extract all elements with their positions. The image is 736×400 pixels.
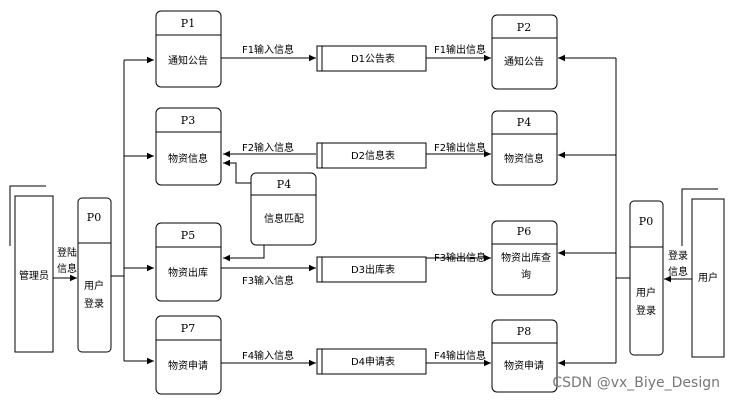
process-p7: P7 物资申请 (155, 315, 222, 395)
process-id: P4 (277, 178, 291, 191)
flow-label-f4-in: F4输入信息 (242, 349, 294, 362)
flow-label-login-right: 登录 (668, 249, 688, 262)
process-label: 物资申请 (168, 359, 208, 372)
process-label: 用户 (636, 286, 656, 299)
process-p6: P6 物资出库查 询 (491, 220, 558, 296)
flow-label-f3-out: F3输出信息 (434, 251, 486, 264)
process-p0-left: P0 用户 登录 (77, 197, 112, 353)
flow-label-f2-out: F2输出信息 (434, 141, 486, 154)
process-label: 登录 (84, 297, 104, 310)
process-p3: P3 物资信息 (155, 107, 222, 186)
data-store-label: D1公告表 (351, 52, 395, 65)
process-label: 询 (521, 268, 531, 281)
data-store-label: D2信息表 (351, 149, 395, 162)
connector-lines (53, 54, 692, 367)
process-id: P4 (517, 116, 531, 129)
process-label: 物资信息 (504, 152, 544, 165)
process-id: P6 (517, 225, 531, 238)
data-store-label: D3出库表 (351, 263, 395, 276)
process-label: 用户 (84, 279, 104, 292)
data-store-d3: D3出库表 (316, 256, 427, 283)
process-label: 物资出库查 (501, 251, 551, 264)
process-p4-match: P4 信息匹配 (250, 172, 317, 246)
flow-label-f3-in: F3输入信息 (242, 274, 294, 287)
entity-admin: 管理员 (9, 185, 54, 353)
process-label: 物资信息 (168, 152, 208, 165)
process-p2: P2 通知公告 (491, 14, 558, 90)
process-label: 信息匹配 (264, 212, 304, 225)
process-p0-right: P0 用户 登录 (629, 200, 664, 356)
process-label: 通知公告 (504, 55, 544, 68)
process-p1: P1 通知公告 (155, 10, 222, 88)
process-id: P5 (181, 229, 195, 242)
flow-labels: F1输入信息 F1输出信息 F2输入信息 F2输出信息 F3输入信息 F3输出信… (57, 43, 688, 362)
process-p5: P5 物资出库 (155, 222, 222, 302)
entity-user-label: 用户 (698, 271, 718, 284)
process-id: P0 (639, 215, 653, 228)
data-store-d1: D1公告表 (316, 45, 427, 72)
flow-label-f4-out: F4输出信息 (434, 349, 486, 362)
watermark: CSDN @vx_Biye_Design (552, 375, 720, 391)
data-store-d2: D2信息表 (316, 142, 427, 169)
process-id: P3 (181, 114, 195, 127)
process-id: P1 (181, 17, 195, 30)
data-store-label: D4申请表 (351, 355, 395, 368)
process-id: P2 (517, 21, 531, 34)
entity-admin-label: 管理员 (19, 269, 49, 282)
flow-label-login-right: 信息 (668, 265, 688, 278)
process-id: P7 (181, 322, 195, 335)
flow-label-login-left: 登陆 (57, 246, 77, 259)
flow-label-f2-in: F2输入信息 (242, 141, 294, 154)
process-label: 物资出库 (168, 266, 208, 279)
process-id: P0 (87, 211, 101, 224)
process-p4-right: P4 物资信息 (491, 110, 558, 186)
process-label: 登录 (636, 304, 656, 317)
process-id: P8 (517, 325, 531, 338)
data-store-d4: D4申请表 (316, 348, 427, 375)
process-label: 通知公告 (168, 54, 208, 67)
process-label: 物资申请 (504, 359, 544, 372)
flow-label-f1-in: F1输入信息 (242, 43, 294, 56)
entity-user: 用户 (681, 188, 725, 358)
process-p8: P8 物资申请 (491, 319, 558, 393)
flow-label-f1-out: F1输出信息 (434, 43, 486, 56)
flow-label-login-left: 信息 (57, 262, 77, 275)
